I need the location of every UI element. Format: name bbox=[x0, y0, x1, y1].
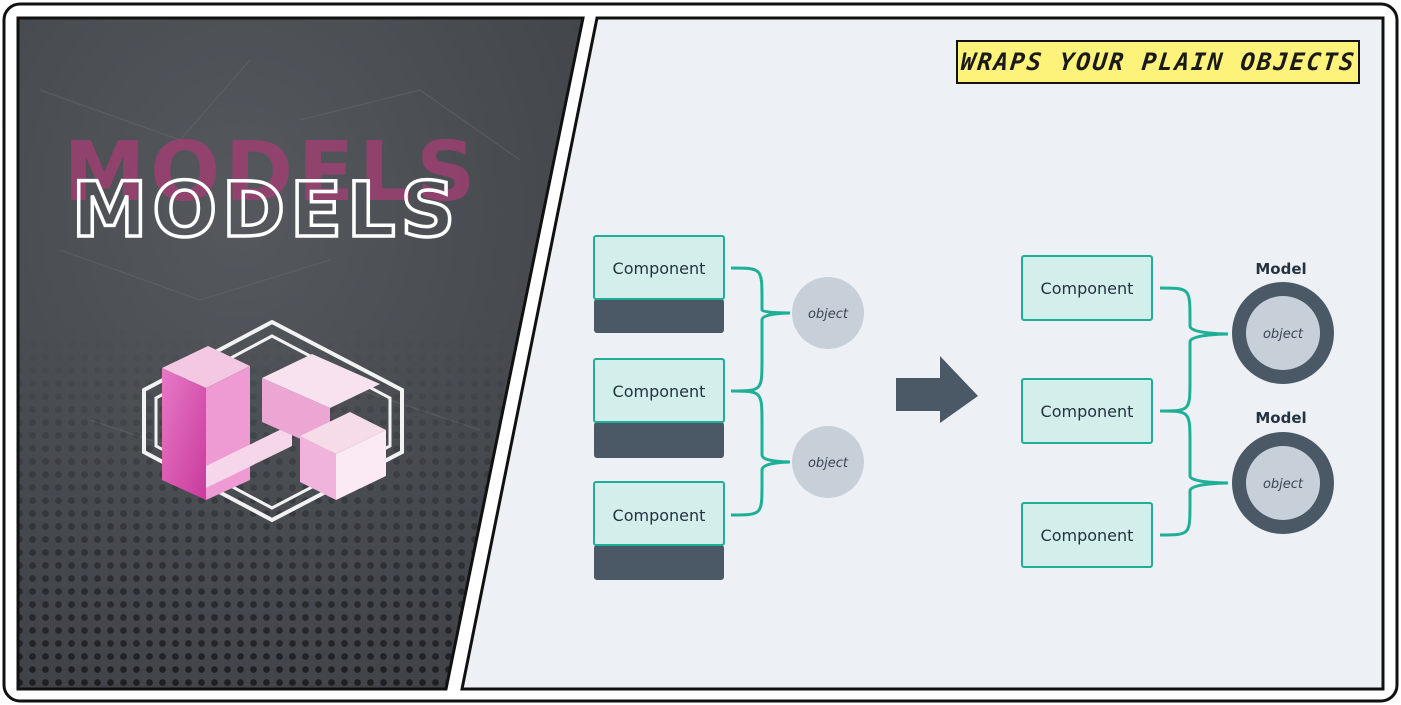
component-label: Component bbox=[1041, 402, 1134, 421]
object-label: object bbox=[808, 307, 849, 322]
caption-banner: WRAPS YOUR PLAIN OBJECTS bbox=[956, 40, 1360, 84]
object-label: object bbox=[808, 456, 849, 471]
after-component-1: Component bbox=[1021, 255, 1153, 321]
model-title: Model bbox=[1255, 260, 1306, 278]
before-object-2: object bbox=[792, 426, 864, 498]
caption-banner-text: WRAPS YOUR PLAIN OBJECTS bbox=[959, 48, 1357, 76]
after-connectors bbox=[1159, 286, 1229, 537]
right-arrow-icon bbox=[896, 356, 978, 423]
models-title-text: MODELS bbox=[72, 165, 460, 254]
after-component-3: Component bbox=[1021, 502, 1153, 568]
component-label: Component bbox=[613, 382, 706, 401]
model-title: Model bbox=[1255, 409, 1306, 427]
before-component-2: Component bbox=[593, 358, 725, 458]
model-object-label: object bbox=[1263, 327, 1304, 342]
before-connectors bbox=[730, 266, 791, 517]
component-label: Component bbox=[613, 506, 706, 525]
models-title-shadow: MODELS bbox=[64, 125, 481, 220]
before-object-1: object bbox=[792, 277, 864, 349]
laravel-cube-logo-icon bbox=[142, 319, 404, 523]
model-object-label: object bbox=[1263, 477, 1304, 492]
component-label: Component bbox=[1041, 279, 1134, 298]
left-panel-border bbox=[16, 16, 585, 691]
after-component-2: Component bbox=[1021, 378, 1153, 444]
before-component-1: Component bbox=[593, 235, 725, 333]
models-title: MODELS MODELS bbox=[64, 125, 481, 256]
before-component-3: Component bbox=[593, 481, 725, 580]
model-2: Model object bbox=[1232, 409, 1334, 534]
component-label: Component bbox=[1041, 526, 1134, 545]
component-label: Component bbox=[613, 259, 706, 278]
model-1: Model object bbox=[1232, 260, 1334, 384]
